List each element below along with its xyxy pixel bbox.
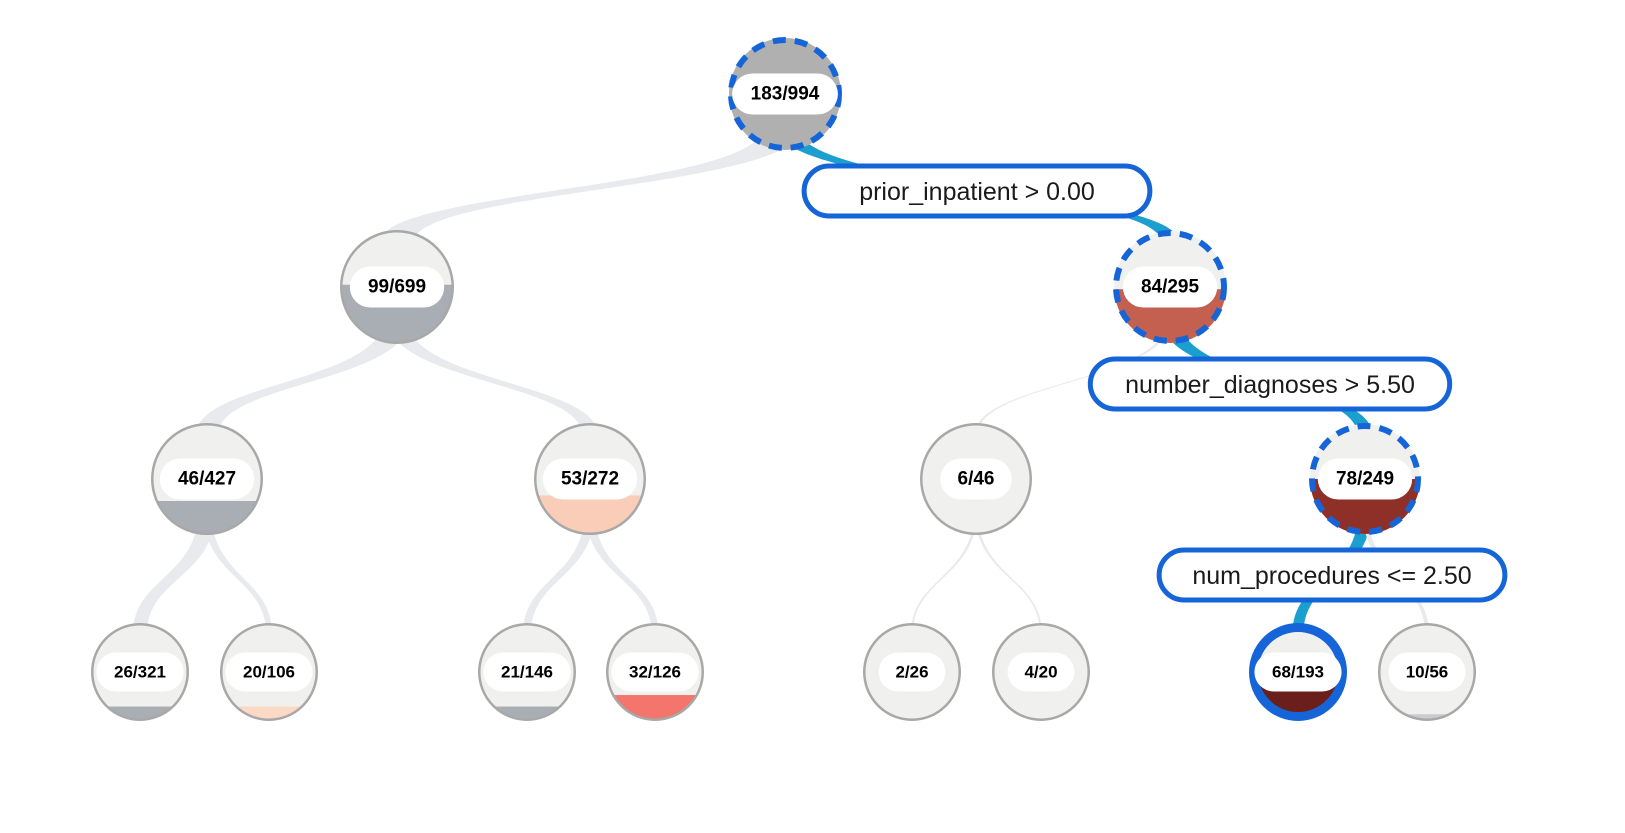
node-highlight-ring: [1309, 423, 1421, 535]
node-label-pill: [1122, 266, 1218, 308]
tree-node[interactable]: 78/249: [1309, 423, 1421, 535]
node-label-pill: [1317, 458, 1413, 500]
split-condition-label[interactable]: num_procedures <= 2.50: [1156, 547, 1508, 603]
node-label-pill: [96, 652, 184, 692]
node-label-pill: [349, 266, 445, 308]
node-label: 99/699: [368, 277, 426, 298]
node-label: 78/249: [1336, 469, 1394, 490]
node-fill: [479, 706, 575, 720]
node-fill: [92, 706, 188, 720]
node-label: 10/56: [1406, 663, 1449, 682]
tree-node[interactable]: 183/994: [728, 37, 842, 151]
node-label-pill: [542, 458, 638, 500]
node-highlight-ring: [1249, 623, 1347, 721]
tree-node[interactable]: 10/56: [1378, 623, 1476, 721]
node-label: 183/994: [751, 84, 820, 105]
node-label: 32/126: [629, 663, 681, 682]
node-fill: [535, 495, 645, 534]
tree-node[interactable]: 32/126: [606, 623, 704, 721]
node-outline: [151, 423, 263, 535]
node-label-pill: [732, 73, 838, 115]
node-outline: [340, 230, 454, 344]
node-label-pill: [1254, 652, 1342, 692]
node-label: 6/46: [958, 469, 995, 490]
node-label-pill: [878, 652, 946, 692]
node-outline: [91, 623, 189, 721]
node-label-pill: [483, 652, 571, 692]
tree-node[interactable]: 99/699: [340, 230, 454, 344]
tree-node[interactable]: 46/427: [151, 423, 263, 535]
tree-node[interactable]: 6/46: [920, 423, 1032, 535]
tree-node[interactable]: 53/272: [534, 423, 646, 535]
node-label-pill: [1388, 652, 1466, 692]
split-labels-layer: prior_inpatient > 0.00 number_diagnoses >…: [801, 163, 1508, 603]
node-label-pill: [940, 458, 1012, 500]
split-condition-label[interactable]: prior_inpatient > 0.00: [801, 163, 1153, 219]
node-label-pill: [1007, 652, 1075, 692]
nodes-layer: 183/994 99/699 84/295 46/427 53/272 6/46 78/24…: [91, 37, 1476, 721]
node-fill: [1379, 714, 1475, 720]
node-fill: [221, 706, 317, 720]
node-outline: [1378, 623, 1476, 721]
node-label: 84/295: [1141, 277, 1200, 298]
node-label: 20/106: [243, 663, 295, 682]
tree-node[interactable]: 68/193: [1249, 623, 1347, 721]
node-label: 53/272: [561, 469, 619, 490]
node-outline: [220, 623, 318, 721]
tree-node[interactable]: 20/106: [220, 623, 318, 721]
split-label-box: [1156, 547, 1508, 603]
node-outline: [534, 423, 646, 535]
tree-node[interactable]: 26/321: [91, 623, 189, 721]
split-condition-label[interactable]: number_diagnoses > 5.50: [1087, 356, 1453, 412]
node-label-pill: [159, 458, 255, 500]
node-highlight-ring: [1113, 230, 1227, 344]
node-label-pill: [225, 652, 313, 692]
node-label: 2/26: [895, 663, 928, 682]
node-highlight-ring: [728, 37, 842, 151]
node-label: 68/193: [1272, 663, 1324, 682]
tree-edge: [380, 124, 805, 243]
node-outline: [478, 623, 576, 721]
tree-node[interactable]: 2/26: [863, 623, 961, 721]
node-label: 4/20: [1024, 663, 1057, 682]
tree-node[interactable]: 21/146: [478, 623, 576, 721]
tree-edge: [133, 509, 216, 634]
split-label-text: number_diagnoses > 5.50: [1125, 371, 1415, 399]
node-outline: [863, 623, 961, 721]
node-label: 21/146: [501, 663, 553, 682]
split-label-text: prior_inpatient > 0.00: [859, 178, 1095, 206]
node-label-pill: [611, 652, 699, 692]
node-outline: [606, 623, 704, 721]
split-label-box: [801, 163, 1153, 219]
tree-node[interactable]: 84/295: [1113, 230, 1227, 344]
tree-edge: [523, 509, 595, 634]
node-outline: [920, 423, 1032, 535]
node-outline: [992, 623, 1090, 721]
tree-node[interactable]: 4/20: [992, 623, 1090, 721]
node-label: 46/427: [178, 469, 236, 490]
split-label-box: [1087, 356, 1453, 412]
split-label-text: num_procedures <= 2.50: [1192, 562, 1471, 590]
node-label: 26/321: [114, 663, 166, 682]
